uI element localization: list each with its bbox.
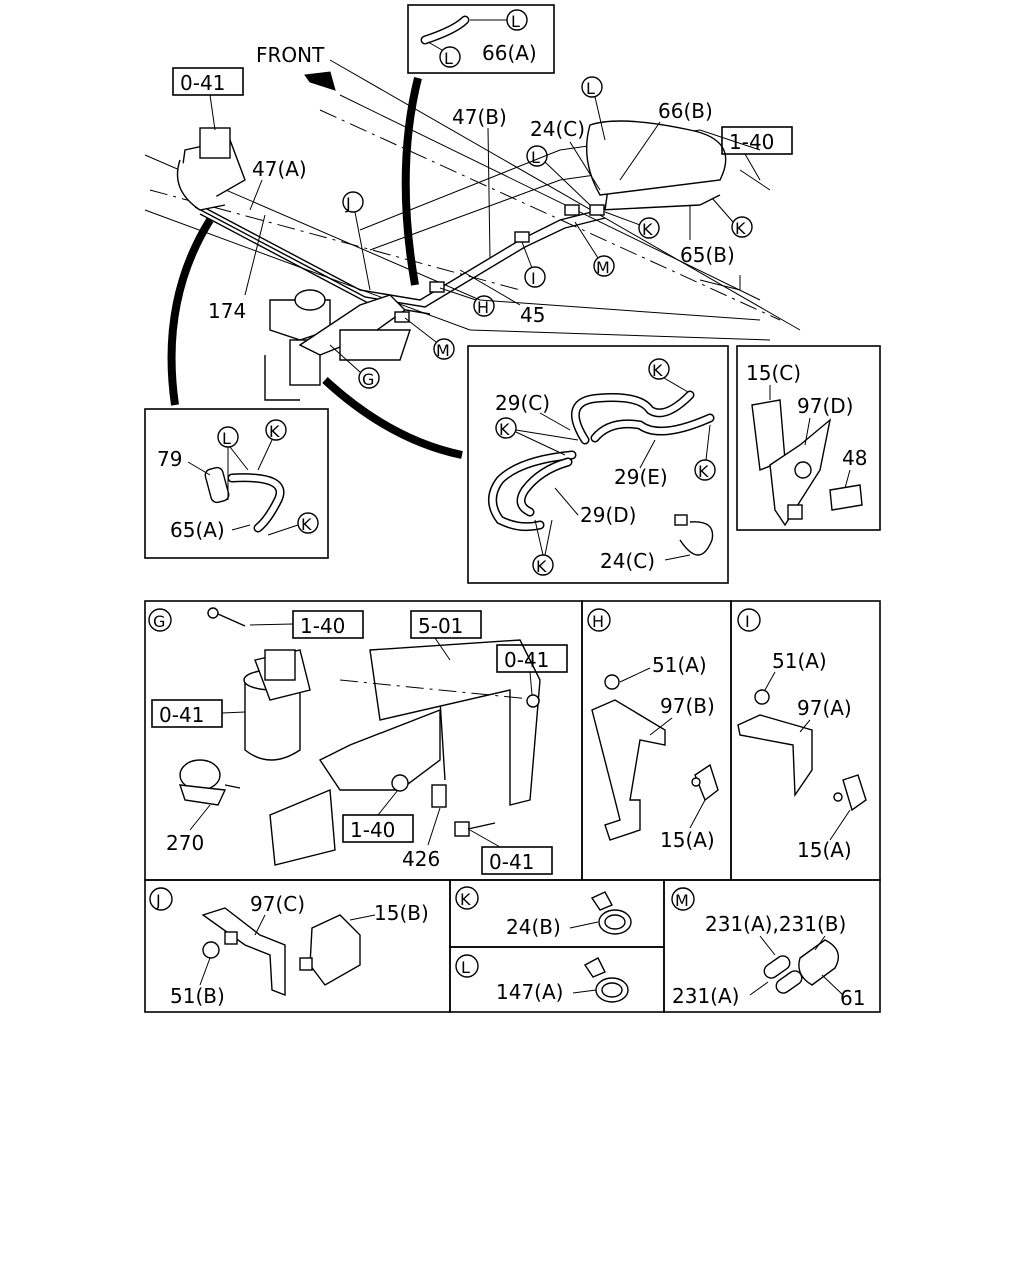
ref-5-01-g: 5-01 [418,614,463,638]
callout-29c: 29(C) [495,391,550,415]
callout-51b: 51(B) [170,984,225,1008]
callout-66b: 66(B) [658,99,713,123]
svg-text:J: J [155,891,161,910]
ref-0-41-g-bottom: 0-41 [489,850,534,874]
callout-15b: 15(B) [374,901,429,925]
letter-j-main: J [342,191,371,291]
svg-text:M: M [436,341,450,360]
svg-text:K: K [460,890,471,909]
callout-15a-i: 15(A) [797,838,852,862]
svg-text:L: L [222,429,231,448]
detail-h: H 51(A) 97(B) 15(A) [581,600,732,881]
callout-48: 48 [842,446,867,470]
ref-0-41-g-right: 0-41 [504,648,549,672]
svg-text:H: H [477,298,489,317]
callout-426: 426 [402,847,440,871]
letter-i-main: I [521,241,546,288]
callout-61: 61 [840,986,865,1010]
callout-51a-i: 51(A) [772,649,827,673]
svg-text:K: K [536,557,547,576]
detail-l: L 147(A) [449,946,665,1013]
letter-l-main-1: L [581,76,606,141]
detail-i: I 51(A) 97(A) 15(A) [730,600,881,881]
svg-text:L: L [444,49,453,68]
callout-65a: 65(A) [170,518,225,542]
callout-66a: 66(A) [482,41,537,65]
ref-1-40-g-bottom: 1-40 [350,818,395,842]
letter-m-main-1: M [574,221,615,277]
svg-text:G: G [153,612,165,631]
letter-k-main-2: K [711,197,753,238]
svg-text:K: K [301,515,312,534]
letter-m-main-2: M [404,317,455,360]
main-overview: FRONT 0-41 1-40 47(A) 47(B) 24(C) 66(B) … [144,43,801,459]
svg-text:K: K [698,462,709,481]
callout-29d: 29(D) [580,503,636,527]
svg-text:L: L [511,12,520,31]
callout-47b: 47(B) [452,105,507,129]
callout-79: 79 [157,447,182,471]
callout-65b: 65(B) [680,243,735,267]
svg-text:K: K [499,420,510,439]
svg-text:L: L [586,79,595,98]
callout-174: 174 [208,299,246,323]
inset-29: K K K K 29(C) 29(E) 29(D) 24(C) [467,345,729,584]
detail-m: M 231(A),231(B) 231(A) 61 [663,879,881,1013]
callout-24c: 24(C) [530,117,585,141]
letter-k-main-1: K [604,211,660,239]
callout-97b: 97(B) [660,694,715,718]
detail-g: G 1-40 5-01 0-41 0-41 [144,600,583,881]
detail-j: J 97(C) 15(B) 51(B) [144,879,451,1013]
svg-text:M: M [596,258,610,277]
svg-text:K: K [642,220,653,239]
inset-15c: 15(C) 97(D) 48 [736,345,881,531]
callout-15a-h: 15(A) [660,828,715,852]
svg-text:L: L [531,148,540,167]
svg-text:I: I [745,612,750,631]
svg-text:H: H [592,612,604,631]
svg-text:L: L [461,958,470,977]
ref-0-41-top: 0-41 [180,71,225,95]
svg-text:K: K [735,219,746,238]
svg-text:K: K [269,422,280,441]
svg-text:G: G [362,370,374,389]
inset-65a: L K K 79 65(A) [144,408,329,559]
callout-15c: 15(C) [746,361,801,385]
callout-97a: 97(A) [797,696,852,720]
callout-97c: 97(C) [250,892,305,916]
letter-g-main: G [329,344,380,389]
inset-66a: L L 66(A) [407,4,555,74]
svg-text:M: M [675,891,689,910]
callout-270: 270 [166,831,204,855]
letter-l-main-2: L [526,145,591,206]
callout-147a: 147(A) [496,980,563,1004]
callout-231a: 231(A) [672,984,739,1008]
callout-24c-inset: 24(C) [600,549,655,573]
svg-text:I: I [531,269,536,288]
callout-29e: 29(E) [614,465,668,489]
callout-97d: 97(D) [797,394,853,418]
callout-51a-h: 51(A) [652,653,707,677]
letter-h-main: H [439,287,495,317]
callout-231ab: 231(A),231(B) [705,912,846,936]
callout-47a: 47(A) [252,157,307,181]
ref-0-41-g-left: 0-41 [159,703,204,727]
detail-k: K 24(B) [449,879,665,948]
ref-1-40-top: 1-40 [729,130,774,154]
svg-text:J: J [345,194,351,213]
callout-45: 45 [520,303,545,327]
svg-text:K: K [652,361,663,380]
front-label: FRONT [256,43,325,67]
ref-1-40-g-top: 1-40 [300,614,345,638]
callout-24b: 24(B) [506,915,561,939]
